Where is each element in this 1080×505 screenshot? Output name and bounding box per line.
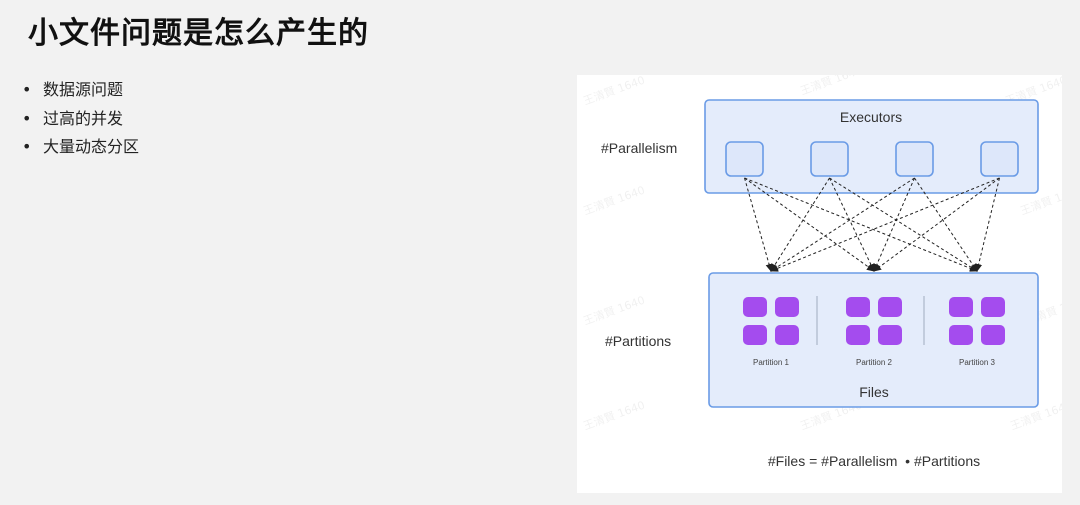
watermark-text: 王清賢 1640 [582,184,647,218]
partition-group: Partition 1 [743,297,799,367]
partition-label: Partition 3 [959,358,996,367]
file-tile [878,325,902,345]
watermark-text: 王清賢 1640 [582,75,647,108]
bullet-item: • 过高的并发 [20,105,139,134]
dashed-arrow [744,177,875,272]
formula-text: #Files = #Parallelism • #Partitions [768,453,980,469]
dashed-arrow [770,177,1000,272]
dashed-arrow [873,177,915,272]
executor-slot [725,141,764,177]
files-label: Files [859,384,889,400]
parallelism-label: #Parallelism [601,140,677,156]
file-tile [775,297,799,317]
executor-slot [980,141,1019,177]
dashed-arrow [829,177,978,272]
file-tile [949,297,973,317]
partitions-label: #Partitions [605,333,671,349]
file-tile [949,325,973,345]
bullet-dot: • [22,108,32,128]
bullet-dot: • [22,80,32,99]
file-tile [846,297,870,317]
bullet-text: 数据源问题 [43,80,124,99]
executors-label: Executors [840,109,902,125]
dashed-arrow [770,177,830,272]
watermark-text: 王清賢 1640 [799,75,864,98]
partition-label: Partition 2 [856,358,893,367]
partition-group: Partition 3 [949,297,1005,367]
file-tile [743,297,767,317]
bullet-list: • 数据源问题 • 过高的并发 • 大量动态分区 [20,76,139,162]
partition-label: Partition 1 [753,358,790,367]
executors-box [704,99,1039,194]
dashed-arrow [914,177,978,272]
executor-slot [895,141,934,177]
watermark-text: 王清賢 1640 [582,294,647,328]
dashed-arrow [873,177,1000,272]
file-tile [743,325,767,345]
diagram-panel: 王清賢 1640 王清賢 1640 王清賢 1640 王清賢 1640 王清賢 1640… [577,75,1062,493]
file-tile [775,325,799,345]
bullet-text: 大量动态分区 [43,137,140,156]
watermark-text: 王清賢 1640 [582,399,647,433]
partition-group: Partition 2 [846,297,902,367]
file-tile [981,297,1005,317]
bullet-text: 过高的并发 [43,108,124,128]
arrow-layer [744,177,1000,272]
dashed-arrow [829,177,875,272]
executor-slot [810,141,849,177]
bullet-dot: • [22,137,32,156]
file-tile [846,325,870,345]
bullet-item: • 数据源问题 [20,76,139,105]
bullet-item: • 大量动态分区 [20,133,139,162]
page-title: 小文件问题是怎么产生的 [28,16,369,51]
file-tile [981,325,1005,345]
diagram-canvas: 王清賢 1640 王清賢 1640 王清賢 1640 王清賢 1640 王清賢 1640… [582,75,1062,469]
dashed-arrow [975,177,1000,272]
dashed-arrow [770,177,915,272]
file-tile [878,297,902,317]
